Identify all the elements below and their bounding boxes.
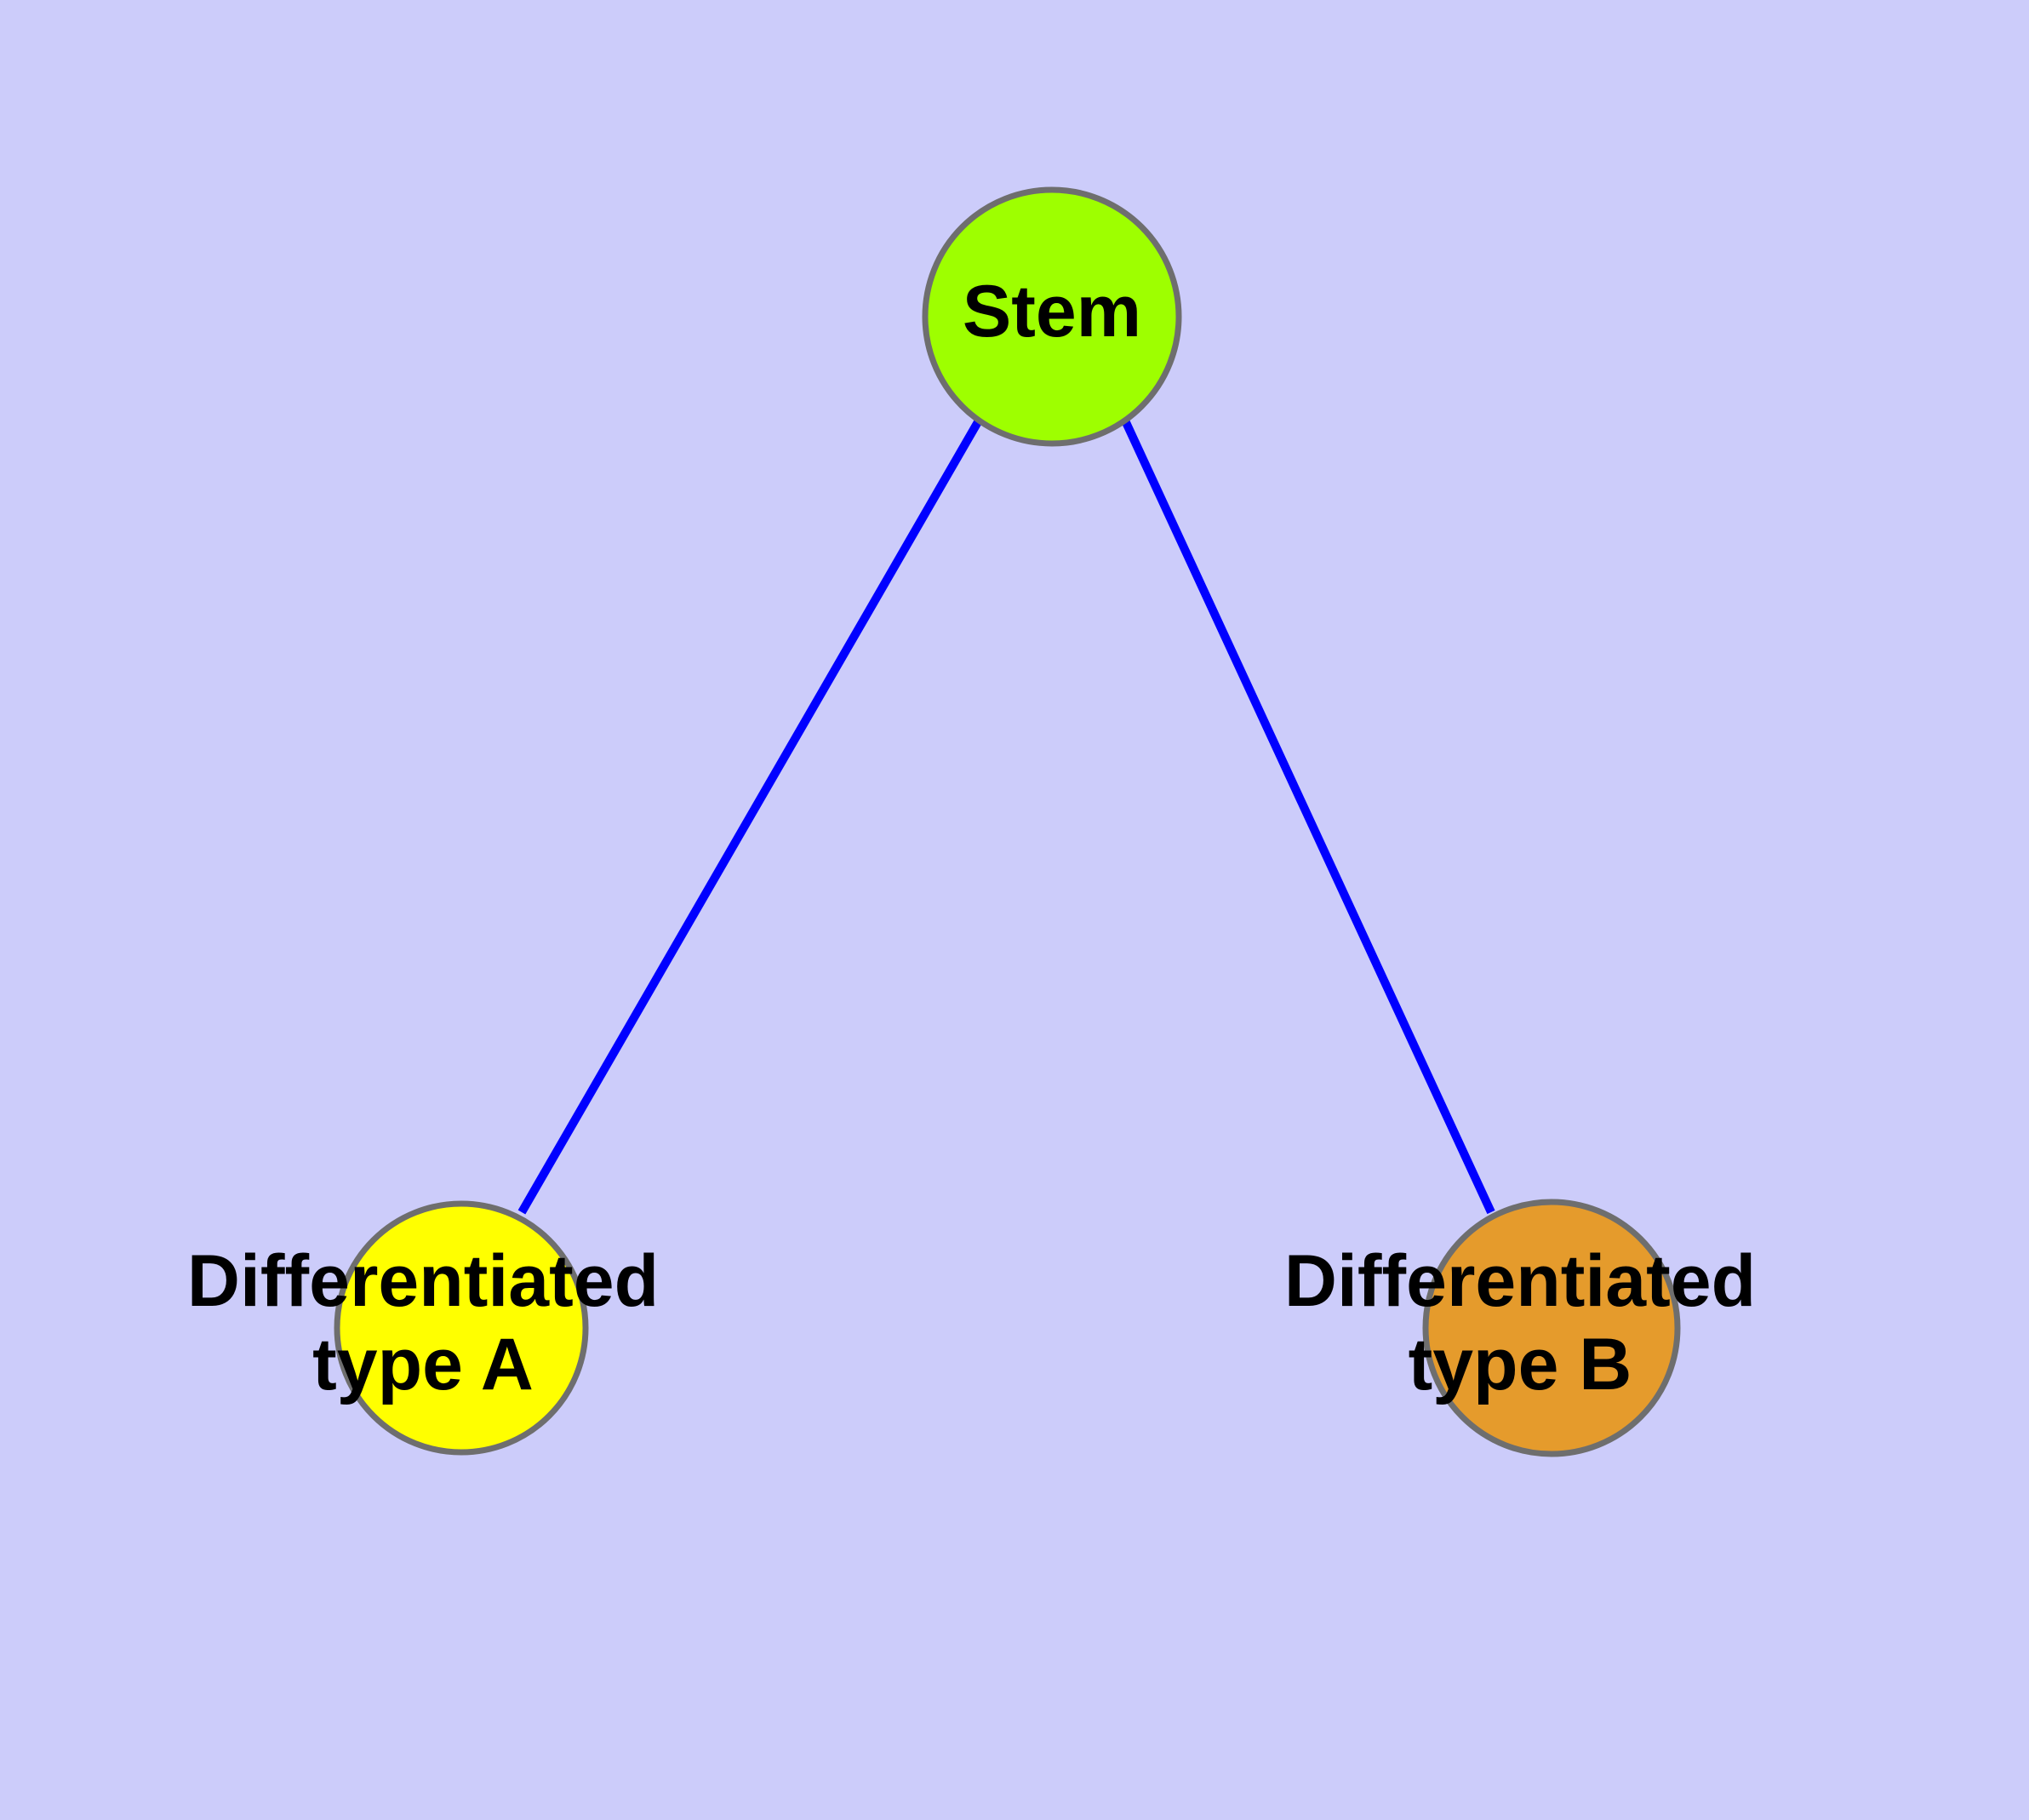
node-diff_a[interactable] bbox=[334, 1200, 589, 1456]
node-stem[interactable] bbox=[922, 186, 1182, 447]
edge-stem-to-a[interactable] bbox=[517, 418, 983, 1215]
node-label-line2-diff_b: type B bbox=[1409, 1324, 1632, 1405]
node-label-line2-diff_a: type A bbox=[312, 1324, 534, 1405]
node-diff_b[interactable] bbox=[1422, 1199, 1681, 1457]
node-label-line1-diff_a: Differentiated bbox=[187, 1240, 659, 1322]
node-label-stem: Stem bbox=[963, 271, 1141, 352]
node-label-line1-diff_b: Differentiated bbox=[1284, 1240, 1756, 1322]
edges-group bbox=[517, 418, 1495, 1215]
nodes-group bbox=[334, 186, 1681, 1457]
node-label-line1-stem: Stem bbox=[963, 271, 1141, 352]
edge-stem-to-b[interactable] bbox=[1121, 418, 1495, 1215]
